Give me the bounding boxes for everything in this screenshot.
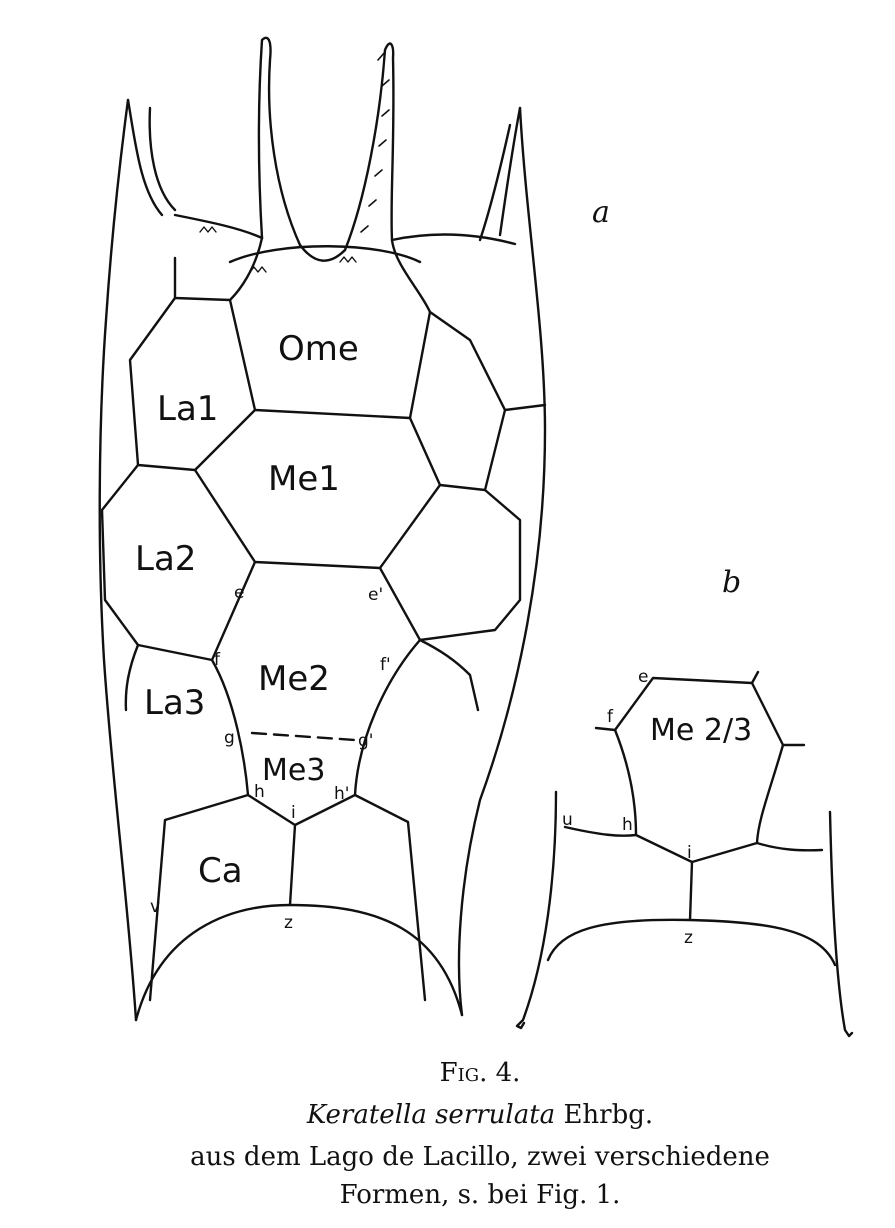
plate-label: Me1 [268,459,340,499]
plate-label: La1 [157,389,218,429]
point-label: h [254,782,265,802]
point-label: h' [334,784,349,804]
point-label: u [562,810,573,830]
caption-line-4: Formen, s. bei Fig. 1. [339,1180,621,1210]
plate-label: La2 [135,539,196,579]
plate-label: Me 2/3 [650,713,752,748]
panel-b-label: b [722,565,741,600]
point-label: f' [380,655,391,675]
plate-label: Me2 [258,659,330,699]
point-label: g' [358,731,373,751]
point-label: f [214,650,221,670]
point-labels-a: e e' f f' g g' h h' i z v [150,583,391,933]
plate-label: Me3 [262,753,325,788]
point-label: z [284,913,293,933]
species-line: Keratella serrulata Ehrbg. [0,1100,895,1130]
point-label: e [638,667,648,687]
panel-a-label: a [592,195,610,230]
plate-labels-a: Ome La1 Me1 La2 Me2 La3 Me3 Ca [135,329,359,891]
point-label: i [687,843,692,863]
point-label: z [684,928,693,948]
caption-line-3: aus dem Lago de Lacillo, zwei verschiede… [190,1142,770,1172]
point-label: g [224,728,235,748]
point-label: i [291,803,296,823]
panel-a-lorica [98,36,547,1022]
point-label: e [234,583,244,603]
plate-label: Ome [278,329,359,369]
panel-labels: a b [592,195,741,600]
panel-b-lorica [515,670,854,1038]
species-name: Keratella serrulata [306,1100,556,1130]
species-author: Ehrbg. [563,1100,654,1130]
plate-label: Ca [198,851,243,891]
figure-number: Fig. 4. [439,1058,521,1088]
plate-label: La3 [144,683,205,723]
labels-b: Me 2/3 e f u h i z [562,667,752,948]
point-label: h [622,815,633,835]
point-label: v [150,897,160,917]
point-label: f [607,707,614,727]
point-label: e' [368,585,383,605]
